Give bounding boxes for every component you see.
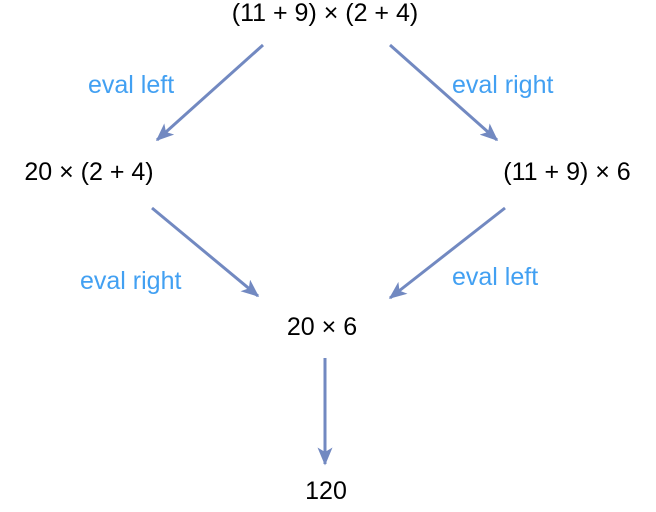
edge-label-eval-left-top: eval left	[88, 71, 175, 99]
node-left-expression: 20 × (2 + 4)	[24, 158, 154, 186]
edge-label-eval-left-mid: eval left	[452, 263, 539, 291]
edge-label-eval-right-top: eval right	[452, 71, 554, 99]
node-result-value: 120	[305, 477, 347, 505]
node-root-expression: (11 + 9) × (2 + 4)	[231, 0, 419, 27]
edge-label-eval-right-mid: eval right	[80, 267, 182, 295]
node-right-expression: (11 + 9) × 6	[503, 158, 631, 186]
node-merged-expression: 20 × 6	[286, 313, 358, 341]
